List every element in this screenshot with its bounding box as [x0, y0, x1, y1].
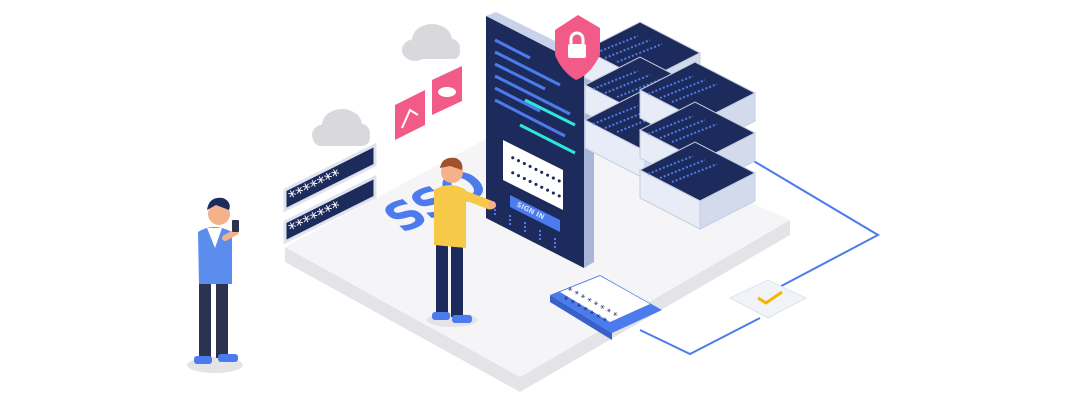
share-icon [395, 90, 425, 140]
cloud-app-icon [432, 66, 462, 115]
sign-in-button [510, 195, 560, 232]
check-icon [728, 279, 808, 319]
network-connection-lines [639, 159, 881, 356]
person-developer [427, 157, 496, 327]
password-card: * * * * * * * * * * * * * * * [550, 275, 662, 340]
cloud-icon [402, 24, 460, 61]
cloud-icon [312, 109, 370, 146]
shield-lock-icon [555, 15, 600, 80]
smartphone-icon [232, 220, 239, 232]
server-unit [638, 141, 757, 230]
person-with-phone [187, 197, 243, 373]
server-rack [583, 21, 757, 230]
